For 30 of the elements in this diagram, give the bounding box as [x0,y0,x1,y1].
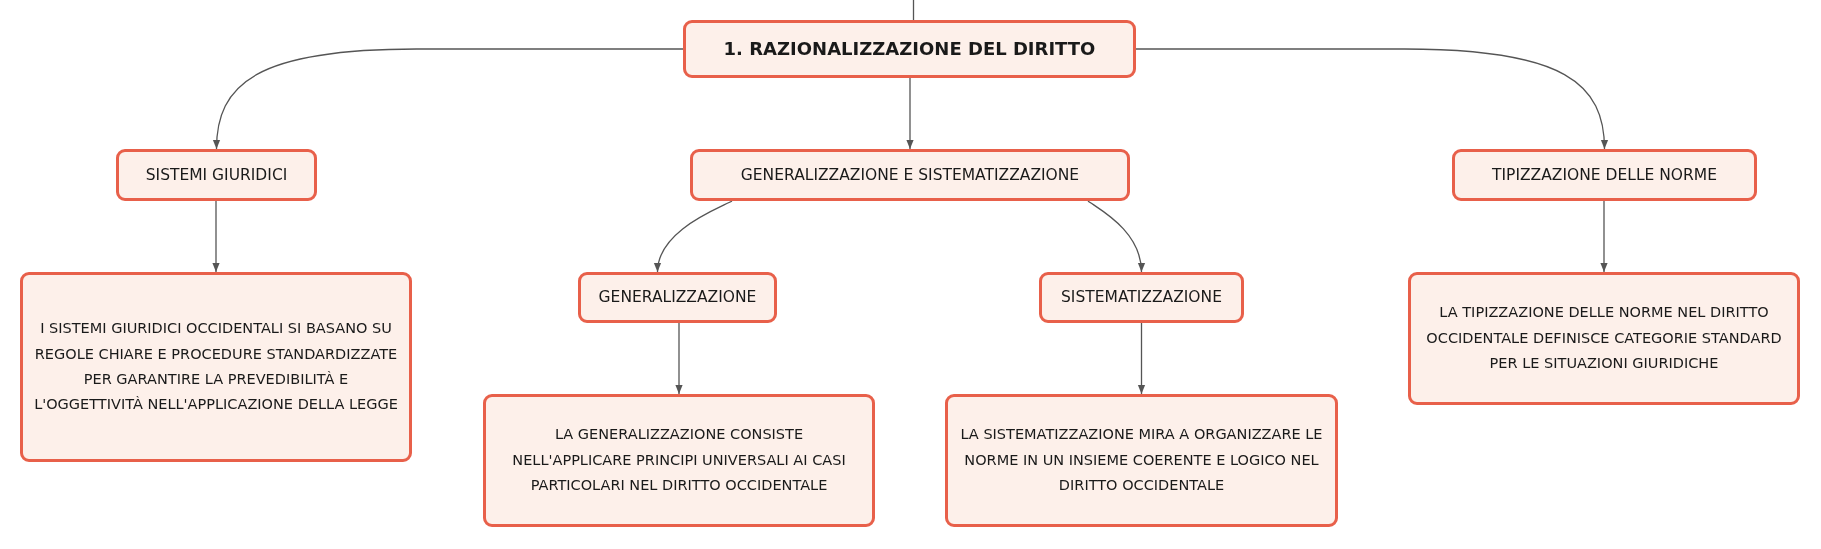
node-text: LA SISTEMATIZZAZIONE MIRA A ORGANIZZARE LE NORME IN UN INSIEME COERENTE E LOGICO NEL DIRITTO OCCIDENTALE [959,425,1324,496]
topic-box [578,272,777,323]
node-text: LA GENERALIZZAZIONE CONSISTE NELL'APPLICARE PRINCIPI UNIVERSALI AI CASI PARTICOLARI NEL DIRITTO OCCIDENTALE [511,425,847,496]
main-topic-box [683,20,1136,78]
description-box [945,394,1338,527]
connector-line [654,200,733,273]
description-box [1408,272,1800,405]
node-text: TIPIZZAZIONE DELLE NORME [1492,164,1717,186]
node-text: LA TIPIZZAZIONE DELLE NORME NEL DIRITTO OCCIDENTALE DEFINISCE CATEGORIE STANDARD PER LE SITUAZIONI GIURIDICHE [1425,303,1783,374]
topic-box [1452,149,1757,201]
connector-line [212,200,220,273]
node-text: GENERALIZZAZIONE [598,287,757,308]
node-text: I SISTEMI GIURIDICI OCCIDENTALI SI BASANO SU REGOLE CHIARE E PROCEDURE STANDARDIZZATE PER GARANTIRE LA PREVEDIBILITÀ E L'OGGETTIVITÀ NELL'APPLICAZIONE DELLA LEGGE [33,319,399,415]
description-box [483,394,875,527]
connector-line [912,0,915,21]
node-text: GENERALIZZAZIONE E SISTEMATIZZAZIONE [740,164,1080,186]
connector-line [906,77,914,150]
connector-line [213,48,684,150]
connector-line [675,322,683,395]
topic-box [1039,272,1244,323]
node-text: 1. RAZIONALIZZAZIONE DEL DIRITTO [723,37,1096,61]
node-text: SISTEMI GIURIDICI [145,164,288,186]
connector-line [1135,48,1608,150]
topic-box [690,149,1130,201]
connector-line [1600,200,1608,273]
description-box [20,272,412,462]
topic-box [116,149,317,201]
connector-line [1087,200,1145,273]
connector-line [1137,322,1146,395]
node-text: SISTEMATIZZAZIONE [1061,287,1222,308]
